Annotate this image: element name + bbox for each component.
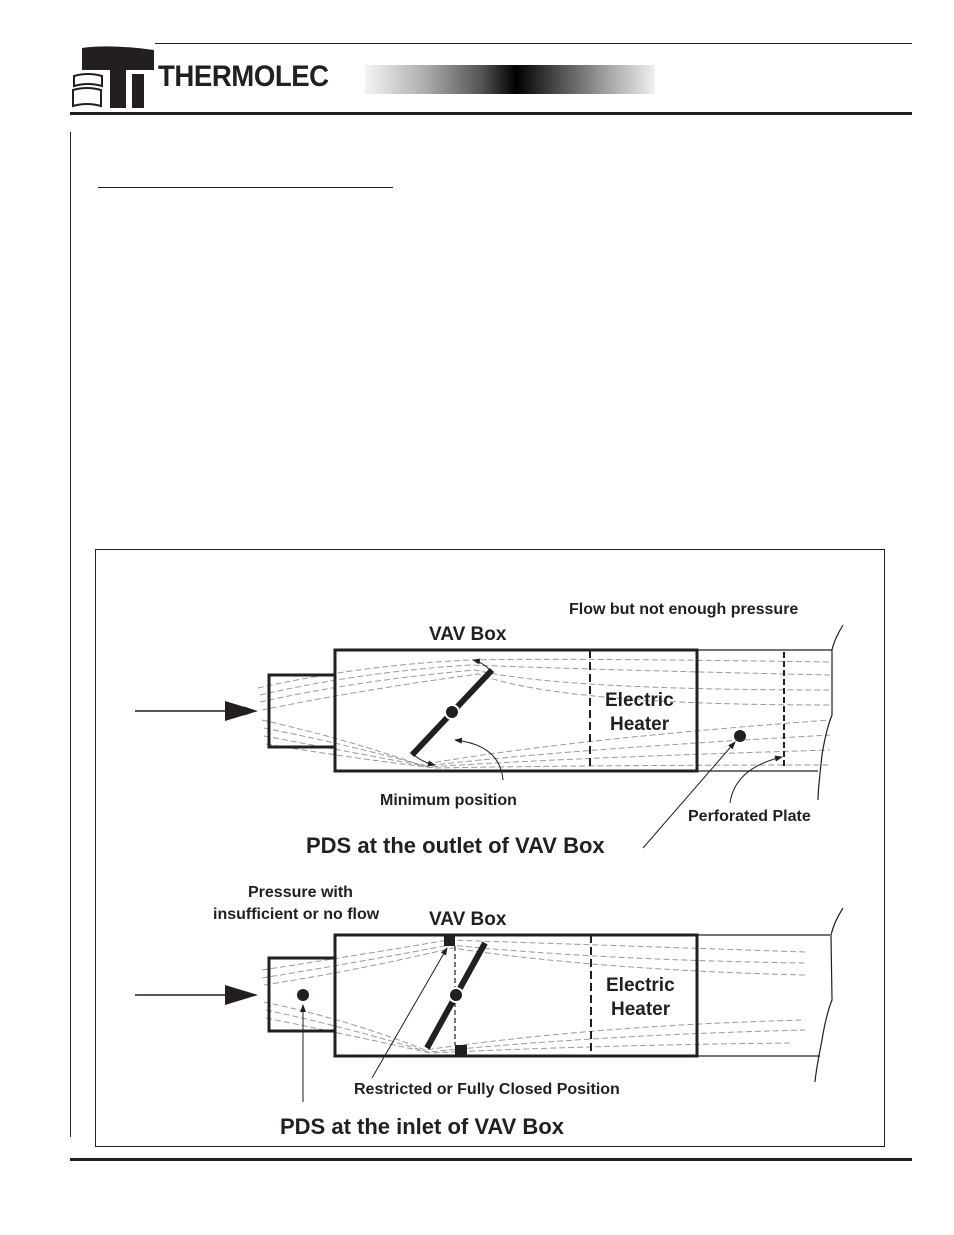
bottom-diagram: Pressure with insufficient or no flow VA…	[135, 884, 844, 1139]
bottom-caption: PDS at the inlet of VAV Box	[280, 1114, 565, 1139]
bottom-damper-stop-bottom	[455, 1045, 467, 1055]
bottom-duct-break	[814, 907, 844, 1083]
top-flow-note: Flow but not enough pressure	[569, 601, 798, 618]
top-heater-label-1: Electric	[605, 690, 674, 711]
top-heater-label-2: Heater	[610, 714, 670, 735]
top-duct-break	[817, 624, 844, 801]
left-margin-rule	[70, 132, 71, 1137]
section-heading-underline	[98, 187, 393, 188]
footer-rule	[70, 1158, 912, 1161]
bottom-pds-sensor	[297, 989, 309, 1001]
header-top-rule	[155, 43, 912, 44]
brand-gradient-bar	[365, 65, 655, 94]
thermolec-logo-icon	[70, 42, 154, 108]
bottom-airflow-lines	[261, 939, 806, 1054]
top-vav-box	[333, 648, 699, 773]
top-pds-sensor	[734, 730, 746, 742]
header-bottom-rule	[70, 112, 912, 115]
brand-name: THERMOLEC	[158, 60, 329, 93]
vav-diagram-frame	[95, 549, 885, 1147]
bottom-pressure-note-2: insufficient or no flow	[213, 906, 380, 923]
top-diagram: VAV Box Flow but not enough pressure Ele…	[135, 601, 844, 858]
top-box-label: VAV Box	[429, 624, 507, 645]
bottom-vav-box	[333, 933, 699, 1058]
top-airflow-lines	[257, 658, 831, 769]
bottom-pressure-note-1: Pressure with	[248, 884, 353, 901]
bottom-damper-pivot	[448, 987, 464, 1003]
bottom-heater-label-2: Heater	[611, 999, 671, 1020]
top-damper-pivot	[444, 704, 460, 720]
top-damper-note: Minimum position	[380, 792, 517, 809]
bottom-box-label: VAV Box	[429, 909, 507, 930]
bottom-damper-note: Restricted or Fully Closed Position	[354, 1081, 620, 1098]
bottom-damper-stop-top	[444, 936, 455, 946]
top-plate-note: Perforated Plate	[688, 808, 811, 825]
top-caption: PDS at the outlet of VAV Box	[306, 833, 605, 858]
bottom-heater-label-1: Electric	[606, 975, 675, 996]
